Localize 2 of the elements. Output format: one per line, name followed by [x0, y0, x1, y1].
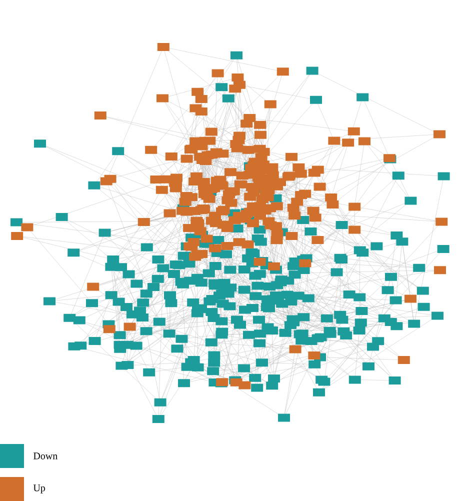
- legend-label: Down: [33, 452, 58, 460]
- legend-label: Up: [33, 484, 46, 494]
